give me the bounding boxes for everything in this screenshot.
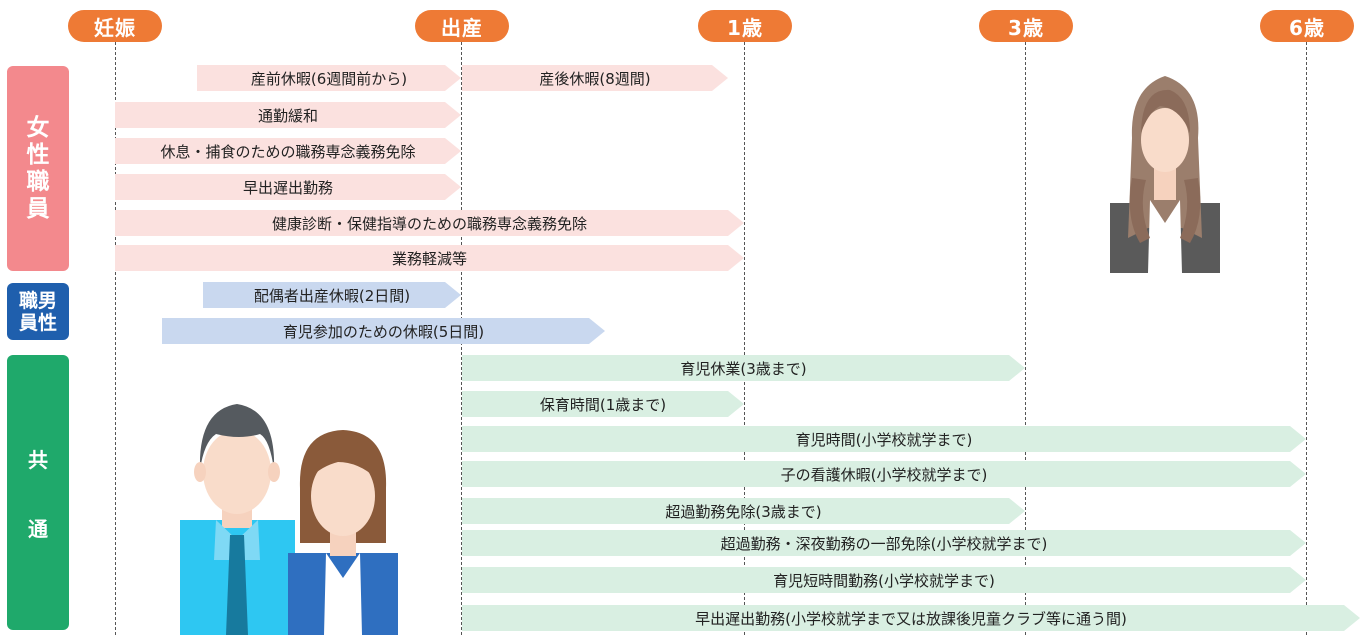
bar-commute-relief: 通勤緩和 [115,102,461,128]
timeline-age1: 1歳 [698,10,792,42]
bar-child-nursing-leave: 子の看護休暇(小学校就学まで) [462,461,1306,487]
category-common-char: 通 [28,516,48,541]
man-icon [180,404,295,635]
category-male-char: 職 [18,289,38,312]
bar-early-late-work-female: 早出遅出勤務 [115,174,461,200]
category-common: 共 通 [7,355,69,630]
bar-short-time-work: 育児短時間勤務(小学校就学まで) [462,567,1306,593]
timeline-age3: 3歳 [979,10,1073,42]
category-female: 女 性 職 員 [7,66,69,271]
timeline-age6: 6歳 [1260,10,1354,42]
timeline-birth: 出産 [415,10,509,42]
bar-overtime-night-partial-exemption: 超過勤務・深夜勤務の一部免除(小学校就学まで) [462,530,1306,556]
bar-nursing-time: 保育時間(1歳まで) [462,391,744,417]
bar-overtime-exemption: 超過勤務免除(3歳まで) [462,498,1025,524]
bar-early-late-work-common: 早出遅出勤務(小学校就学まで又は放課後児童クラブ等に通う間) [462,605,1360,631]
woman-icon [1110,76,1220,273]
bar-postnatal-leave: 産後休暇(8週間) [462,65,728,91]
bar-prenatal-leave: 産前休暇(6週間前から) [197,65,461,91]
category-common-char: 共 [28,447,48,472]
category-female-char: 性 [26,141,50,168]
bar-childcare-time: 育児時間(小学校就学まで) [462,426,1306,452]
category-female-char: 員 [26,195,50,222]
category-male-char: 男 [38,289,58,312]
category-male: 職 男 員 性 [7,283,69,340]
milestone-line-age1 [744,42,745,635]
woman-icon [288,430,398,635]
bar-rest-exemption: 休息・捕食のための職務専念義務免除 [115,138,461,164]
timeline-pregnancy: 妊娠 [68,10,162,42]
bar-health-checkup-exemption: 健康診断・保健指導のための職務専念義務免除 [115,210,744,236]
milestone-line-pregnancy [115,42,116,635]
bar-childcare-participation-leave: 育児参加のための休暇(5日間) [162,318,605,344]
category-male-char: 員 [18,311,38,334]
bar-workload-reduction: 業務軽減等 [115,245,744,271]
milestone-line-age6 [1306,42,1307,635]
bar-spouse-birth-leave: 配偶者出産休暇(2日間) [203,282,461,308]
milestone-line-age3 [1025,42,1026,635]
category-male-char: 性 [38,311,58,334]
category-female-char: 職 [26,168,50,195]
bar-childcare-leave: 育児休業(3歳まで) [462,355,1025,381]
category-female-char: 女 [26,114,50,141]
